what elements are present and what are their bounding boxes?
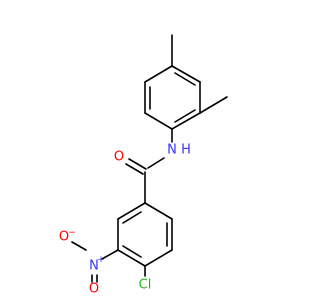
- nitro-oxygen-minus-label: O: [59, 230, 69, 245]
- ring-to-nitro-bond: [101, 249, 119, 260]
- nitro-oxygen-charge: −: [68, 228, 76, 238]
- carbonyl-double-bond-2: [125, 163, 144, 175]
- nitrogen-to-carbonyl-bond: [147, 157, 165, 169]
- bond: [144, 249, 173, 267]
- dimethylphenyl-ring: [144, 65, 201, 130]
- nitro-single-bond: [71, 241, 87, 251]
- nitro-nitrogen-charge: +: [97, 255, 105, 265]
- chlorine-label: Cl: [139, 278, 152, 293]
- bond: [144, 65, 173, 83]
- molecule-diagram: N H O N + O − O Cl: [59, 34, 228, 297]
- nitro-oxygen-label: O: [89, 282, 99, 297]
- bond: [171, 65, 201, 83]
- bond: [144, 112, 173, 130]
- double-bond-inner: [122, 245, 142, 258]
- chloronitrophenyl-ring: [117, 202, 173, 267]
- bond: [117, 249, 146, 267]
- double-bond-inner: [174, 109, 196, 123]
- structure-canvas: N H O N + O − O Cl: [59, 34, 228, 297]
- carbonyl-double-bond-1: [128, 158, 147, 170]
- double-bond-inner: [122, 211, 142, 224]
- bond: [171, 112, 201, 130]
- double-bond-inner: [174, 72, 196, 86]
- bond: [117, 202, 146, 220]
- amide-hydrogen-label: H: [181, 143, 191, 158]
- amide-nitrogen-label: N: [167, 143, 177, 158]
- nitro-nitrogen-label: N: [89, 259, 99, 274]
- bond: [144, 202, 173, 220]
- carbonyl-oxygen-label: O: [114, 150, 124, 165]
- methyl-bond-right: [199, 96, 228, 114]
